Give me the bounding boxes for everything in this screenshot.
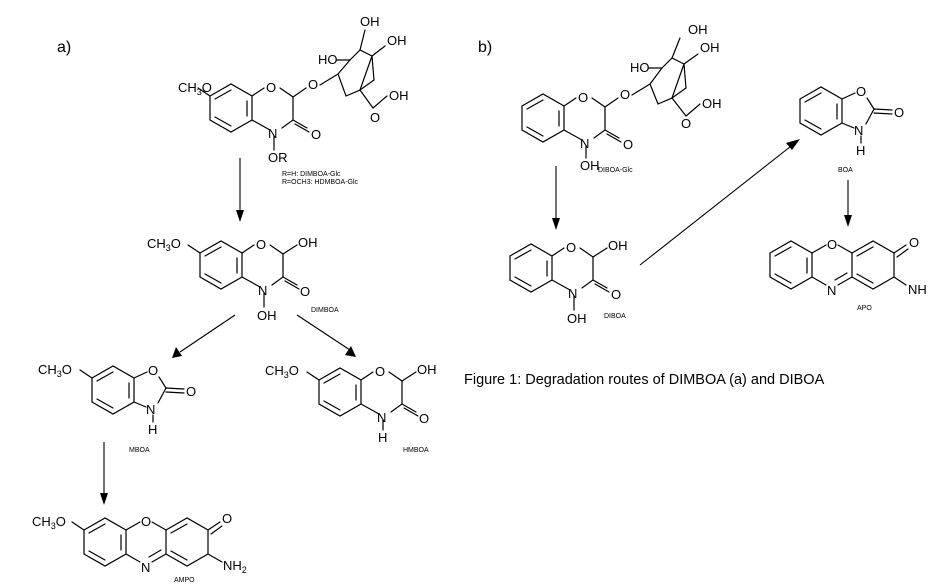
atom-ch3o: CH3O: [178, 80, 212, 97]
atom-n: N: [854, 123, 863, 138]
atom-oh-n: OH: [257, 308, 277, 323]
atom-o-carbonyl: O: [186, 384, 196, 399]
structure-mboa: CH3O O O N H MBOA: [38, 362, 196, 454]
atom-h: H: [856, 143, 865, 158]
atom-ho: HO: [630, 60, 650, 75]
label-hmboa: HMBOA: [403, 447, 429, 454]
label-diboa: DIBOA: [604, 313, 626, 320]
structure-dimboa-glc: CH3O O N O O OR OH OH HO O OH R=H: DIMBO…: [178, 14, 409, 186]
atom-o-glycosidic: O: [308, 77, 318, 92]
arrow-dimboa-glc-to-dimboa: [236, 158, 244, 222]
atom-n-bridge: N: [141, 560, 150, 575]
label-ampo: AMPO: [174, 577, 195, 584]
atom-n: N: [580, 136, 589, 151]
label-dimboa-glc-2: R=OCH3: HDMBOA-Glc: [282, 179, 359, 186]
atom-oh-3: OH: [702, 96, 722, 111]
label-dimboa-glc-1: R=H: DIMBOA-Glc: [282, 171, 341, 178]
atom-o-ring: O: [370, 110, 380, 125]
arrow-dimboa-to-hmboa: [296, 314, 356, 357]
panel-b-label: b): [478, 39, 492, 56]
atom-h: H: [378, 430, 387, 445]
atom-oh-3: OH: [389, 88, 409, 103]
atom-o-glycosidic: O: [620, 87, 630, 102]
atom-oh-n: OH: [580, 158, 600, 173]
atom-o-carbonyl: O: [623, 137, 633, 152]
atom-oh-n: OH: [567, 311, 587, 326]
atom-o-ring: O: [681, 116, 691, 131]
atom-o: O: [375, 364, 385, 379]
atom-n: N: [568, 286, 577, 301]
atom-oh: OH: [417, 362, 437, 377]
atom-ch3o: CH3O: [32, 514, 66, 531]
atom-nh2: NH2: [223, 558, 247, 575]
atom-ch3o: CH3O: [265, 363, 299, 380]
label-mboa: MBOA: [129, 447, 150, 454]
arrow-boa-to-apo: [844, 180, 852, 227]
atom-n: N: [377, 410, 386, 425]
arrow-dimboa-to-mboa: [172, 314, 236, 358]
atom-n: N: [146, 402, 155, 417]
atom-o-carbonyl: O: [300, 284, 310, 299]
label-boa: BOA: [838, 167, 853, 174]
atom-nh: NH: [908, 282, 927, 297]
structure-diboa: O N O OH OH DIBOA: [509, 238, 628, 326]
structure-dimboa: CH3O O N O OH OH DIMBOA: [147, 235, 339, 323]
label-diboa-glc: DIBOA-Glc: [598, 167, 633, 174]
atom-o-keto: O: [909, 235, 919, 250]
atom-ho: HO: [318, 52, 338, 67]
atom-oh: OH: [298, 235, 318, 250]
figure-caption: Figure 1: Degradation routes of DIMBOA (…: [464, 372, 825, 388]
atom-oh-1: OH: [360, 14, 380, 29]
atom-oh: OH: [608, 238, 628, 253]
atom-o-keto: O: [222, 511, 232, 526]
atom-o: O: [856, 84, 866, 99]
structure-hmboa: CH3O O N O OH H HMBOA: [265, 362, 437, 454]
arrow-mboa-to-ampo: [100, 442, 108, 505]
atom-oh-1: OH: [688, 22, 708, 37]
structure-diboa-glc: O N O O OH OH OH HO O OH DIBOA-Glc: [521, 22, 722, 174]
arrow-diboa-glc-to-diboa: [552, 166, 560, 230]
structure-boa: O O N H BOA: [799, 84, 904, 174]
atom-o-carbonyl: O: [611, 287, 621, 302]
arrow-diboa-to-boa: [639, 139, 800, 266]
atom-ch3o: CH3O: [38, 362, 72, 379]
atom-o: O: [256, 237, 266, 252]
atom-o-bridge: O: [141, 514, 151, 529]
atom-o: O: [148, 363, 158, 378]
atom-o-carbonyl: O: [894, 105, 904, 120]
atom-or: OR: [268, 150, 288, 165]
atom-oh-2: OH: [387, 33, 407, 48]
atom-oh-2: OH: [700, 40, 720, 55]
atom-ch3o: CH3O: [147, 236, 181, 253]
atom-o-bridge: O: [827, 237, 837, 252]
atom-o-carbonyl: O: [311, 127, 321, 142]
atom-n: N: [258, 283, 267, 298]
atom-o-carbonyl: O: [419, 411, 429, 426]
atom-n: N: [268, 126, 277, 141]
atom-n-bridge: N: [827, 283, 836, 298]
panel-a-label: a): [57, 39, 71, 56]
atom-o: O: [266, 80, 276, 95]
label-apo: APO: [857, 305, 872, 312]
atom-o: O: [578, 90, 588, 105]
label-dimboa: DIMBOA: [311, 307, 339, 314]
structure-apo: O N O NH APO: [769, 235, 927, 312]
atom-o: O: [566, 240, 576, 255]
structure-ampo: CH3O O N O NH2 AMPO: [32, 511, 247, 584]
atom-h: H: [148, 422, 157, 437]
